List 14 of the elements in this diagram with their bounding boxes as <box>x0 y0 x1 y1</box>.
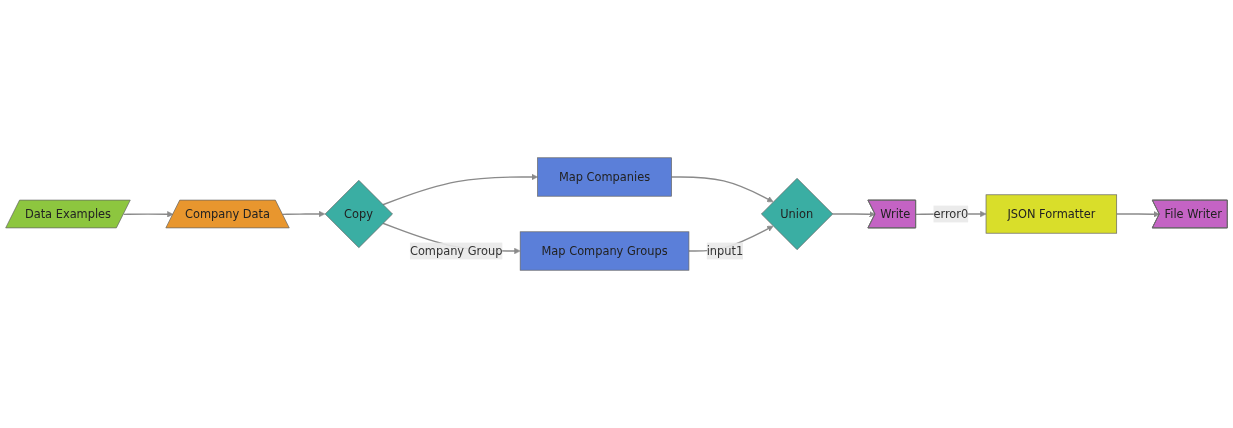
edge-label: input1 <box>706 243 744 258</box>
node-box: JSON Formatter <box>985 194 1118 234</box>
arrow <box>382 173 538 206</box>
node-diamond: Copy <box>324 180 393 248</box>
edge-label: Company Group <box>409 243 503 258</box>
node-diamond: Union <box>761 177 834 251</box>
arrow <box>122 211 174 218</box>
edge-label: error0 <box>933 206 969 221</box>
arrow <box>1116 211 1160 218</box>
node-box: Map Company Groups <box>519 231 690 271</box>
node-box: Map Companies <box>537 157 672 197</box>
arrow <box>831 211 876 218</box>
arrow <box>281 210 326 218</box>
arrow <box>670 176 774 203</box>
